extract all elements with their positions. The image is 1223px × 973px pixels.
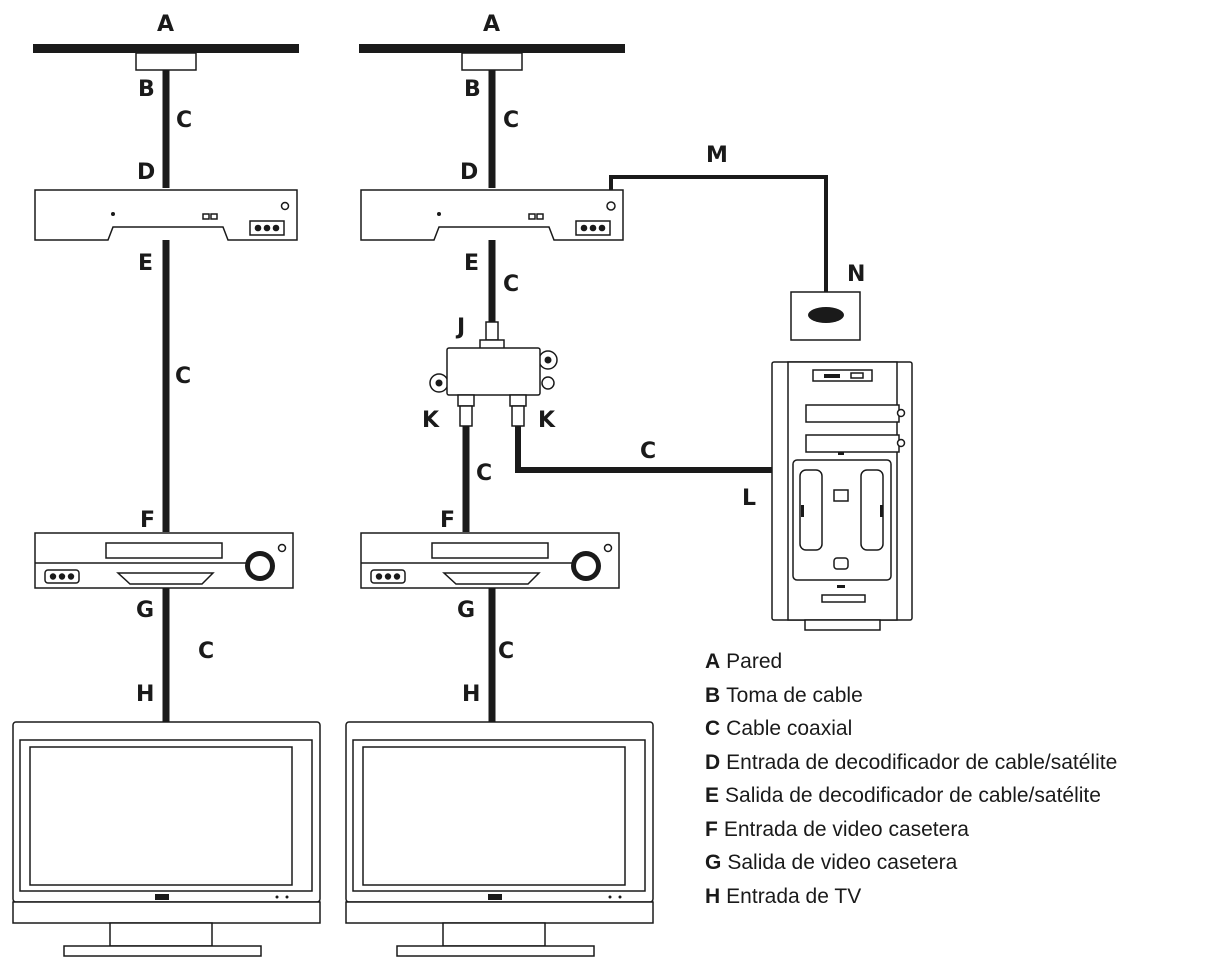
legend-text: Entrada de TV (726, 884, 862, 908)
right-label-cable-bottom: C (498, 639, 514, 664)
ir-cable (609, 175, 828, 302)
left-label-box-out: E (138, 251, 153, 276)
legend-text: Toma de cable (726, 683, 863, 707)
legend-text: Salida de video casetera (727, 851, 958, 874)
right-label-outlet: B (464, 77, 481, 102)
right-label-box-in: D (460, 160, 478, 185)
legend-key: G (705, 851, 722, 874)
right-setup: A B C D M E C N J K K C C L F G C H (345, 12, 913, 957)
right-label-vcr-out: G (457, 598, 475, 623)
right-cable-box (360, 189, 624, 241)
ir-receiver (790, 291, 861, 341)
right-label-splitter-in: J (455, 315, 465, 340)
legend-key: B (705, 683, 721, 707)
right-cable-outlet (461, 52, 523, 71)
left-label-wall: A (157, 12, 174, 37)
left-label-cable-top: C (176, 108, 192, 133)
right-wall (359, 44, 625, 53)
right-vcr (360, 532, 620, 589)
left-tv (12, 721, 321, 957)
left-label-vcr-out: G (136, 598, 154, 623)
legend-text: Entrada de decodificador de cable/satéli… (726, 750, 1118, 774)
right-coax-splitter-to-pc (515, 426, 778, 473)
right-label-cable-pc: C (640, 439, 656, 464)
left-cable-box (34, 189, 298, 241)
left-vcr (34, 532, 294, 589)
left-setup: A B C D E C F G C H (12, 12, 321, 957)
right-label-vcr-in: F (440, 508, 455, 533)
right-label-cable-top: C (503, 108, 519, 133)
legend-key: A (705, 650, 721, 673)
legend-key: H (705, 884, 721, 908)
cable-splitter (429, 321, 558, 427)
legend-key: C (705, 717, 721, 740)
legend-key: F (705, 817, 718, 841)
legend-key: D (705, 750, 721, 774)
left-label-cable-mid: C (175, 364, 191, 389)
left-wall (33, 44, 299, 53)
legend-text: Salida de decodificador de cable/satélit… (725, 784, 1101, 807)
legend-text: Cable coaxial (726, 717, 853, 740)
right-label-tv-in: H (462, 682, 480, 707)
right-label-wall: A (483, 12, 500, 37)
pc-tower (771, 361, 913, 631)
right-label-box-out: E (464, 251, 479, 276)
right-label-splitter-out-right: K (538, 408, 556, 433)
left-label-outlet: B (138, 77, 155, 102)
right-label-cable-split: C (503, 272, 519, 297)
left-label-cable-bottom: C (198, 639, 214, 664)
right-label-ir-receiver: N (847, 262, 865, 287)
right-tv (345, 721, 654, 957)
left-label-tv-in: H (136, 682, 154, 707)
left-cable-outlet (135, 52, 197, 71)
legend-text: Entrada de video casetera (723, 817, 969, 841)
legend-key: E (705, 784, 720, 807)
right-label-cable-vcr: C (476, 461, 492, 486)
left-label-box-in: D (137, 160, 155, 185)
right-label-pc-in: L (742, 486, 756, 511)
right-label-splitter-out-left: K (422, 408, 440, 433)
right-label-ir-cable: M (706, 143, 728, 168)
legend-text: Pared (726, 650, 783, 673)
left-label-vcr-in: F (140, 508, 155, 533)
